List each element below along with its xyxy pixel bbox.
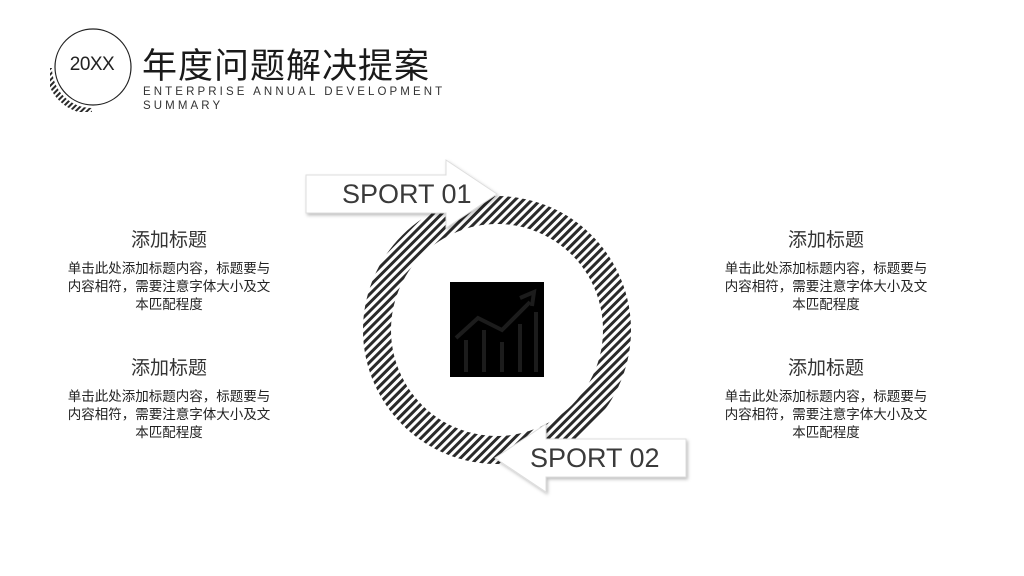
block-title: 添加标题 [130,229,207,251]
hatched-ring [363,196,631,464]
arrow-bottom [494,423,687,493]
block-title: 添加标题 [787,357,864,379]
arrow-top-label: SPORT 01 [342,179,472,209]
year-badge: 20XX [50,28,134,112]
badge-year: 20XX [69,54,115,75]
arrow-bottom-label: SPORT 02 [530,443,660,473]
arrow-top [305,159,498,229]
block-body: 单击此处添加标题内容，标题要与内容相符，需要注意字体大小及文本匹配程度 [724,389,928,441]
badge-circle-icon [50,28,132,112]
block-body: 单击此处添加标题内容，标题要与内容相符，需要注意字体大小及文本匹配程度 [67,389,271,441]
block-body: 单击此处添加标题内容，标题要与内容相符，需要注意字体大小及文本匹配程度 [67,261,271,313]
block-title: 添加标题 [130,357,207,379]
page-subtitle: ENTERPRISE ANNUAL DEVELOPMENT SUMMARY [143,86,446,112]
block-title: 添加标题 [787,229,864,251]
page-title: 年度问题解决提案 [142,47,431,87]
text-block-right-bottom: 添加标题 单击此处添加标题内容，标题要与内容相符，需要注意字体大小及文本匹配程度 [721,353,931,442]
text-block-right-top: 添加标题 单击此处添加标题内容，标题要与内容相符，需要注意字体大小及文本匹配程度 [721,225,931,314]
growth-chart-icon [450,282,544,377]
text-block-left-bottom: 添加标题 单击此处添加标题内容，标题要与内容相符，需要注意字体大小及文本匹配程度 [64,353,274,442]
text-block-left-top: 添加标题 单击此处添加标题内容，标题要与内容相符，需要注意字体大小及文本匹配程度 [64,225,274,314]
block-body: 单击此处添加标题内容，标题要与内容相符，需要注意字体大小及文本匹配程度 [724,261,928,313]
